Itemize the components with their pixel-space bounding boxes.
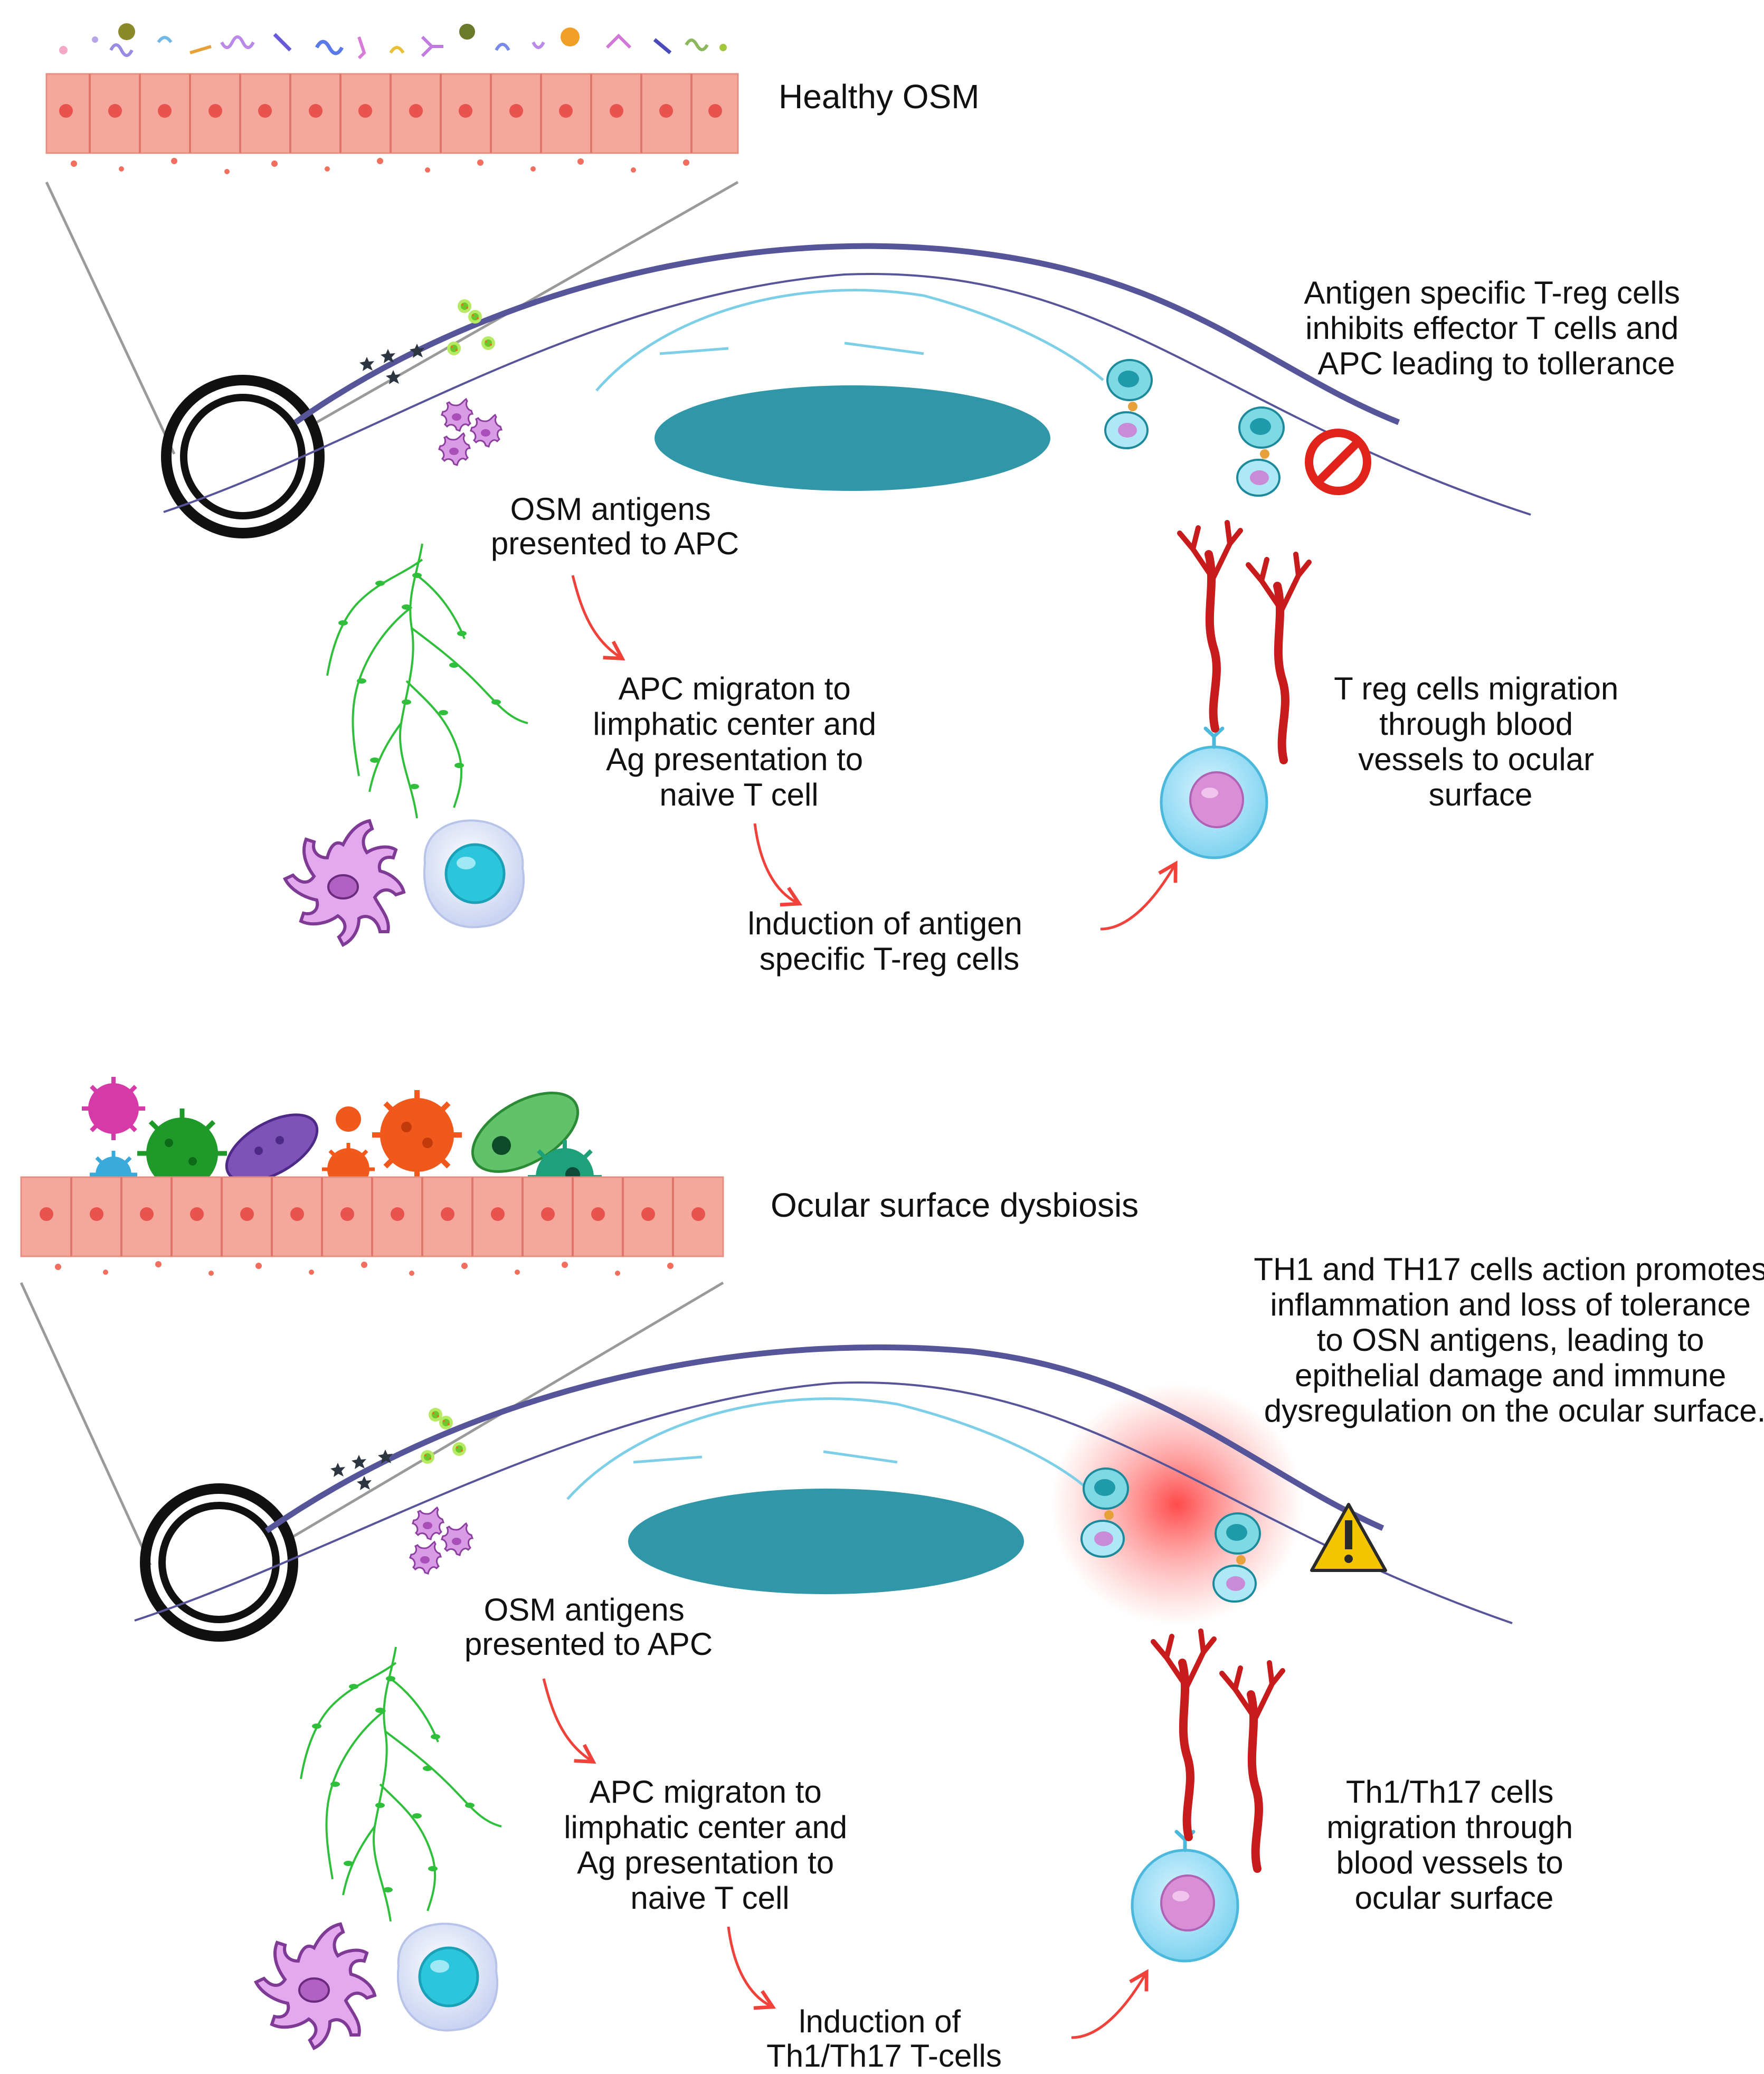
healthy-panel-title: Healthy OSM <box>779 78 980 116</box>
bacterium-purple <box>225 1113 319 1183</box>
inflammation-glow <box>1050 1383 1304 1626</box>
healthy-antigen-presentation-text: OSM antigens presented to APC <box>491 491 739 561</box>
healthy-lymphatic-vessels <box>326 543 529 819</box>
healthy-apc-migration-text: APC migraton to limphatic center and Ag … <box>593 671 885 812</box>
healthy-panel: Healthy OSM <box>45 23 1689 977</box>
dysbiosis-blood-vessel-1 <box>1153 1631 1214 1837</box>
healthy-migration-text: T reg cells migration through blood vess… <box>1334 671 1627 812</box>
dysbiosis-arrow-1 <box>542 1678 596 1764</box>
dysbiosis-blood-vessel-2 <box>1222 1663 1283 1869</box>
dysbiosis-ocular-surface-line <box>134 1381 1513 1624</box>
dysbiosis-lens <box>628 1489 1024 1594</box>
healthy-arrow-2 <box>753 823 803 907</box>
healthy-apc-cluster <box>438 398 502 466</box>
dysbiosis-induction-text: lnduction of Th1/Th17 T-cells <box>766 2004 1002 2073</box>
healthy-treg-pairs <box>1105 360 1284 496</box>
dysbiosis-arrow-3 <box>1071 1969 1149 2039</box>
dysbiosis-arrow-2 <box>727 1926 776 2010</box>
virus-orange-large <box>372 1090 462 1180</box>
dysbiosis-dendritic-cell <box>256 1924 375 2048</box>
dysbiosis-eyelid-upper <box>264 1344 1384 1533</box>
dysbiosis-eye <box>134 1344 1513 1642</box>
healthy-outcome-text: Antigen specific T-reg cells inhibits ef… <box>1304 275 1689 381</box>
bacterium-green <box>471 1092 580 1173</box>
healthy-arrow-1 <box>571 575 625 661</box>
dysbiosis-pathogens <box>82 1077 602 1214</box>
healthy-lens <box>655 385 1050 491</box>
healthy-microbiome <box>59 23 727 60</box>
healthy-blood-vessel-1 <box>1180 523 1240 728</box>
dysbiosis-apc-migration-text: APC migraton to limphatic center and Ag … <box>564 1774 856 1916</box>
dysbiosis-outcome-text: TH1 and TH17 cells action promotes infla… <box>1254 1252 1764 1428</box>
prohibition-icon <box>1305 429 1371 495</box>
virus-magenta <box>82 1077 145 1140</box>
healthy-blood-vessel-2 <box>1248 554 1309 760</box>
dysbiosis-antigen-presentation-text: OSM antigens presented to APC <box>464 1592 713 1662</box>
dysbiosis-epithelium <box>20 1176 724 1276</box>
healthy-induction-text: lnduction of antigen specific T-reg cell… <box>747 906 1031 977</box>
healthy-epithelium <box>45 73 739 174</box>
healthy-arrow-3 <box>1100 860 1178 931</box>
healthy-treg-cell <box>1161 728 1267 858</box>
healthy-zoom-line-left <box>45 181 176 455</box>
dysbiosis-apc-cluster <box>409 1507 473 1575</box>
dysbiosis-lymphatic-vessels <box>300 1646 502 1923</box>
healthy-eyelid-upper <box>293 243 1400 425</box>
dysbiosis-panel: Ocular surface dysbiosis <box>20 1077 1764 2073</box>
dysbiosis-migration-text: Th1/Th17 cells migration through blood v… <box>1326 1774 1582 1916</box>
dysbiosis-naive-t-cell <box>398 1924 497 2030</box>
healthy-naive-t-cell <box>424 820 524 927</box>
healthy-dendritic-cell <box>285 821 404 945</box>
healthy-ocular-surface-line <box>163 273 1531 516</box>
dysbiosis-th-cell <box>1132 1832 1238 1961</box>
dysbiosis-zoom-line-left <box>20 1282 152 1566</box>
dysbiosis-panel-title: Ocular surface dysbiosis <box>771 1186 1139 1224</box>
warning-icon <box>1310 1503 1387 1572</box>
healthy-eye <box>161 243 1531 538</box>
